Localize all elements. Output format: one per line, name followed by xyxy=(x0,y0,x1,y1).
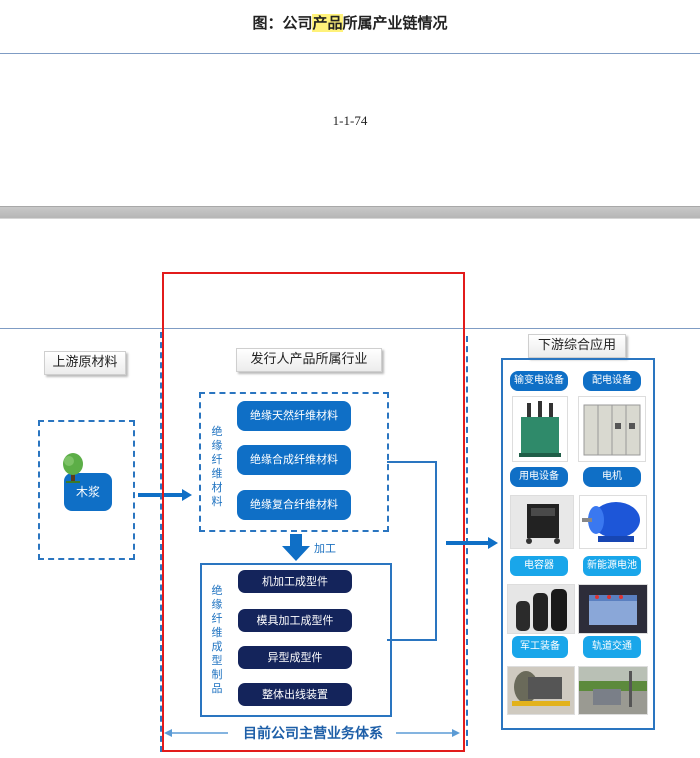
battery-pack-image xyxy=(578,584,648,634)
vchar: 纤 xyxy=(211,612,223,625)
process-arrow-icon xyxy=(282,534,310,561)
generator-image xyxy=(510,495,574,549)
material-item: 绝缘合成纤维材料 xyxy=(237,445,351,475)
products-vertical-label: 绝 缘 纤 维 成 型 制 品 xyxy=(210,584,224,696)
train-image xyxy=(578,666,648,715)
downstream-item-label: 输变电设备 xyxy=(510,371,568,391)
figure-title-prefix: 图：公司 xyxy=(252,14,313,32)
vchar: 成 xyxy=(211,640,223,653)
electric-motor-image xyxy=(579,495,647,549)
switchgear-cabinet-image xyxy=(578,396,646,462)
connector-bracket xyxy=(387,461,437,641)
vchar: 绝 xyxy=(211,584,223,597)
product-item: 异型成型件 xyxy=(238,646,352,669)
business-scope-label: 目前公司主营业务体系 xyxy=(243,726,383,742)
product-item: 机加工成型件 xyxy=(238,570,352,593)
downstream-item-label: 电机 xyxy=(583,467,641,487)
industry-tag: 发行人产品所属行业 xyxy=(236,348,382,372)
upstream-box xyxy=(38,420,135,560)
capacitor-image xyxy=(507,584,575,634)
downstream-item-label: 用电设备 xyxy=(510,467,568,487)
vchar: 纤 xyxy=(211,453,223,466)
header-rule xyxy=(0,53,700,54)
figure-title-suffix: 所属产业链情况 xyxy=(342,14,448,32)
product-item: 整体出线装置 xyxy=(238,683,352,706)
vchar: 缘 xyxy=(211,598,223,611)
figure-title-highlight: 产品 xyxy=(312,14,343,32)
business-scope-arrows xyxy=(164,729,460,737)
vchar: 型 xyxy=(211,654,223,667)
transformer-image xyxy=(512,396,568,462)
downstream-item-label: 电容器 xyxy=(510,556,568,576)
downstream-item-label: 配电设备 xyxy=(583,371,641,391)
product-item: 模具加工成型件 xyxy=(238,609,352,632)
material-item: 绝缘天然纤维材料 xyxy=(237,401,351,431)
material-item: 绝缘复合纤维材料 xyxy=(237,490,351,520)
downstream-item-label: 军工装备 xyxy=(512,636,568,658)
figure-title: 图：公司产品所属产业链情况 xyxy=(0,12,700,33)
tree-icon xyxy=(63,453,83,483)
highlight-red-frame xyxy=(162,272,465,752)
vchar: 维 xyxy=(211,626,223,639)
vchar: 制 xyxy=(211,668,223,681)
vchar: 品 xyxy=(211,682,223,695)
header-rule-2 xyxy=(0,328,700,329)
vchar: 维 xyxy=(211,467,223,480)
downstream-tag: 下游综合应用 xyxy=(528,334,626,358)
vchar: 绝 xyxy=(211,425,223,438)
page-separator xyxy=(0,206,700,219)
vchar: 材 xyxy=(211,481,223,494)
materials-vertical-label: 绝 缘 纤 维 材 料 xyxy=(210,425,224,509)
downstream-item-label: 新能源电池 xyxy=(583,556,641,576)
downstream-item-label: 轨道交通 xyxy=(583,636,641,658)
aircraft-engine-image xyxy=(507,666,575,715)
upstream-tag: 上游原材料 xyxy=(44,351,126,375)
vchar: 料 xyxy=(211,495,223,508)
page-number: 1-1-74 xyxy=(332,113,368,128)
downstream-box xyxy=(501,358,655,730)
vchar: 缘 xyxy=(211,439,223,452)
arrow-industry-to-downstream xyxy=(446,537,498,549)
process-label: 加工 xyxy=(314,542,336,555)
industry-left-boundary xyxy=(160,332,162,752)
